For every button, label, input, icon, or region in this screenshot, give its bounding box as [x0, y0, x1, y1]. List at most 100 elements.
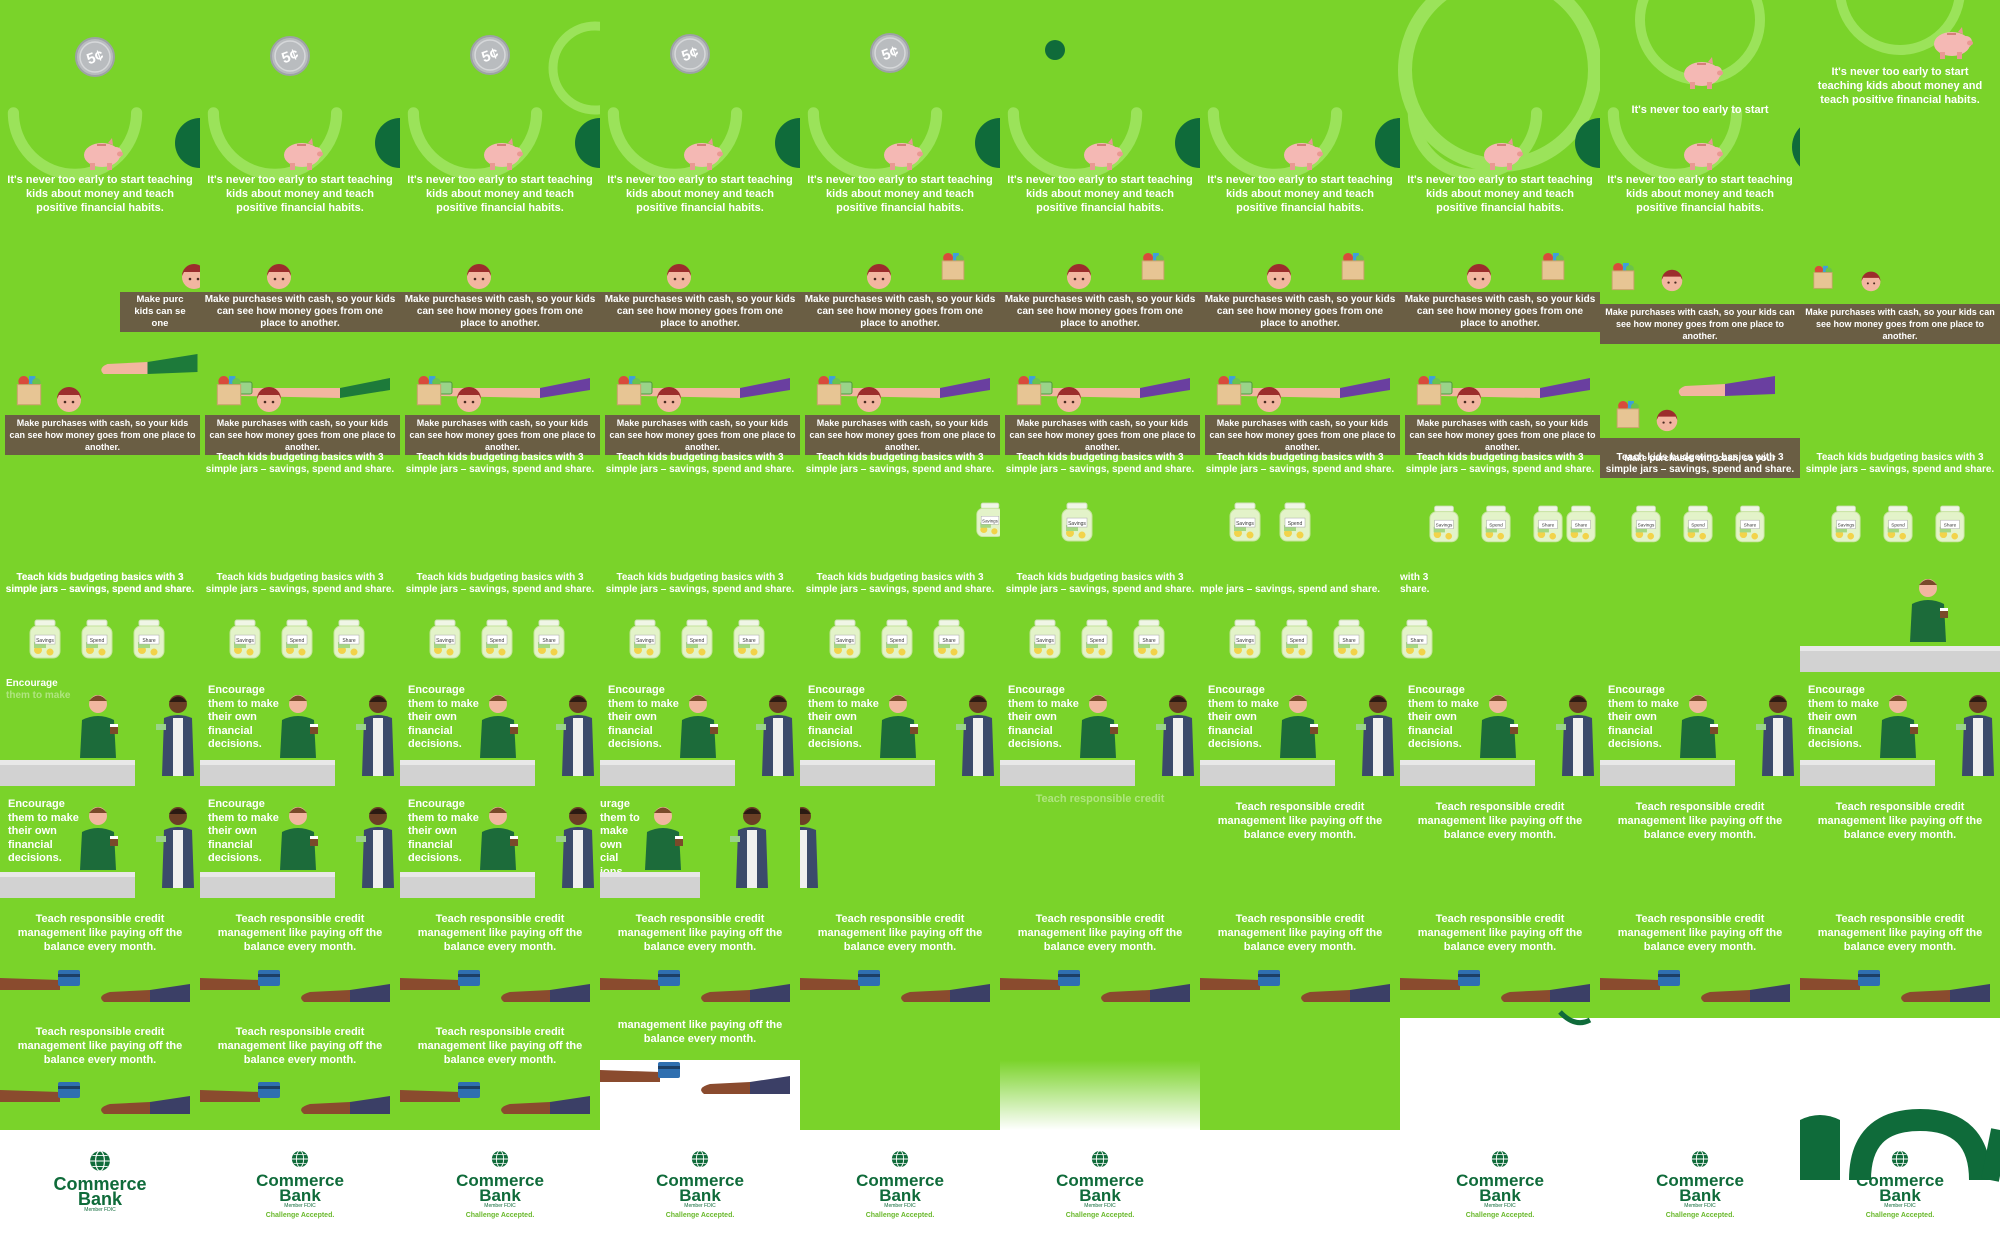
credit-message: Teach responsible credit management like… — [617, 913, 783, 953]
brand-name: Commerce — [1056, 1171, 1144, 1190]
credit-message: Teach responsible credit management like… — [1817, 913, 1983, 953]
svg-text:Spend: Spend — [1691, 523, 1705, 528]
piggy-bank-icon — [1284, 138, 1323, 170]
early-message: It's never too early to start teaching k… — [1817, 66, 1983, 106]
encourage-message: Encourage them to make their own financi… — [1808, 684, 1879, 750]
animation-frame-7: It's never too early to start teaching k… — [1200, 0, 1400, 1243]
brand-name-line2: Bank — [1479, 1186, 1521, 1205]
piggy-bank-icon — [1084, 138, 1123, 170]
footer-panel — [1200, 1130, 1400, 1243]
receiving-hand — [301, 984, 390, 1002]
svg-text:Savings: Savings — [236, 638, 254, 644]
decorative-arc — [1407, 107, 1543, 180]
jars-message: Teach kids budgeting basics with 3 simpl… — [1605, 452, 1795, 475]
hand-with-cash — [429, 378, 590, 398]
jars-message: Teach kids budgeting basics with 3 simpl… — [5, 572, 195, 595]
money-jar-icon: Spend — [681, 619, 713, 659]
encourage-faint: Encourage — [6, 678, 58, 689]
svg-text:Savings: Savings — [1068, 521, 1086, 527]
store-counter — [400, 872, 535, 898]
cashier-person — [1880, 695, 1918, 758]
credit-message: Teach responsible credit management like… — [1217, 801, 1383, 841]
receiving-hand — [301, 1096, 390, 1114]
jars-message: Teach kids budgeting basics with 3 simpl… — [405, 452, 595, 475]
receiving-hand — [101, 1096, 190, 1114]
credit-message: Teach responsible credit management like… — [1617, 801, 1783, 841]
animation-frame-5: 5¢It's never too early to start teaching… — [800, 0, 1000, 1243]
money-jar-icon: Spend — [881, 619, 913, 659]
child-avatar — [1661, 269, 1683, 292]
child-avatar — [1067, 264, 1091, 289]
animation-frame-2: 5¢It's never too early to start teaching… — [200, 0, 400, 1243]
hand-with-cash — [1429, 378, 1590, 398]
svg-text:Share: Share — [1142, 638, 1156, 644]
footer-panel — [400, 1130, 600, 1243]
hand-with-credit-card — [600, 1062, 680, 1082]
svg-text:5¢: 5¢ — [879, 43, 900, 65]
svg-text:5¢: 5¢ — [279, 46, 300, 68]
animation-frame-8: It's never too early to start teaching k… — [1400, 0, 1600, 1243]
encourage-faint: them to make — [6, 690, 71, 701]
cash-message-bar: Make purchases with cash, so your kids c… — [1005, 415, 1200, 455]
money-jar-icon: Share — [333, 619, 365, 659]
money-jar-icon: Share — [1735, 505, 1765, 543]
member-fdic: Member FDIC — [1084, 1203, 1116, 1209]
customer-person — [556, 695, 594, 776]
brand-name: Commerce — [53, 1174, 147, 1194]
money-jar-icon: Savings — [976, 502, 1000, 538]
svg-text:Savings: Savings — [1236, 638, 1254, 644]
money-jar-icon: Savings — [429, 619, 461, 659]
money-jar-icon: Spend — [1883, 505, 1913, 543]
hand-with-credit-card — [1800, 970, 1880, 990]
jars-message: Teach kids budgeting basics with 3 simpl… — [805, 452, 995, 475]
store-counter — [1800, 646, 2000, 672]
early-message: It's never too early to start teaching k… — [407, 174, 593, 214]
grocery-bag-icon — [1141, 252, 1165, 281]
logo-fragment — [1558, 1010, 1592, 1026]
money-jar-icon: Share — [1401, 619, 1433, 659]
early-message: It's never too early to start teaching k… — [1407, 174, 1593, 214]
jars-message: Teach kids budgeting basics with 3 simpl… — [205, 452, 395, 475]
grocery-bag-icon — [216, 376, 242, 406]
receiving-hand — [901, 984, 990, 1002]
money-jar-icon: Spend — [481, 619, 513, 659]
svg-text:Spend: Spend — [690, 638, 705, 644]
svg-text:Spend: Spend — [490, 638, 505, 644]
grocery-bag-icon — [1016, 376, 1042, 406]
money-jar-icon: Spend — [1081, 619, 1113, 659]
piggy-bank-icon — [684, 138, 723, 170]
money-jar-icon: Share — [933, 619, 965, 659]
decorative-arc — [207, 107, 343, 180]
cashier-person — [1680, 695, 1718, 758]
money-jar-icon: Savings — [1229, 502, 1261, 542]
money-jar-icon: Share — [1333, 619, 1365, 659]
grocery-bag-icon — [1611, 262, 1635, 291]
money-jar-icon: Share — [1533, 505, 1563, 543]
coin-5-cent-icon: 5¢ — [470, 35, 510, 75]
cash-message-bar: Make purchases with cash, so your kids c… — [400, 292, 600, 332]
globe-logo-icon — [1891, 1150, 1909, 1168]
cash-message-bar: Make purchases with cash, so your kids c… — [805, 415, 1000, 455]
receiving-hand — [1501, 984, 1590, 1002]
encourage-message: Encourage them to make their own financi… — [1608, 684, 1679, 750]
member-fdic: Member FDIC — [484, 1203, 516, 1209]
member-fdic: Member FDIC — [884, 1203, 916, 1209]
brand-name: Commerce — [656, 1171, 744, 1190]
green-panel — [800, 0, 1000, 1130]
brand-name-line2: Bank — [1879, 1186, 1921, 1205]
svg-text:Savings: Savings — [1036, 638, 1054, 644]
member-fdic: Member FDIC — [684, 1203, 716, 1209]
animation-frame-1: 5¢It's never too early to start teaching… — [0, 0, 200, 1243]
decorative-dot — [1792, 127, 1800, 167]
grocery-bag-icon — [416, 376, 442, 406]
encourage-message: Encourage them to make their own financi… — [408, 798, 479, 864]
cash-message-bar: Make purchases with cash, so your kids c… — [605, 415, 800, 455]
svg-text:Spend: Spend — [290, 638, 305, 644]
cash-message-bar: Make purchases with cash, so your kids c… — [1400, 292, 1600, 332]
svg-text:Share: Share — [1542, 523, 1555, 528]
hand-with-cash — [629, 378, 790, 398]
green-panel — [1000, 0, 1200, 1130]
cash-message-bar: Make purchases with cash, so your kids c… — [1600, 304, 1800, 344]
